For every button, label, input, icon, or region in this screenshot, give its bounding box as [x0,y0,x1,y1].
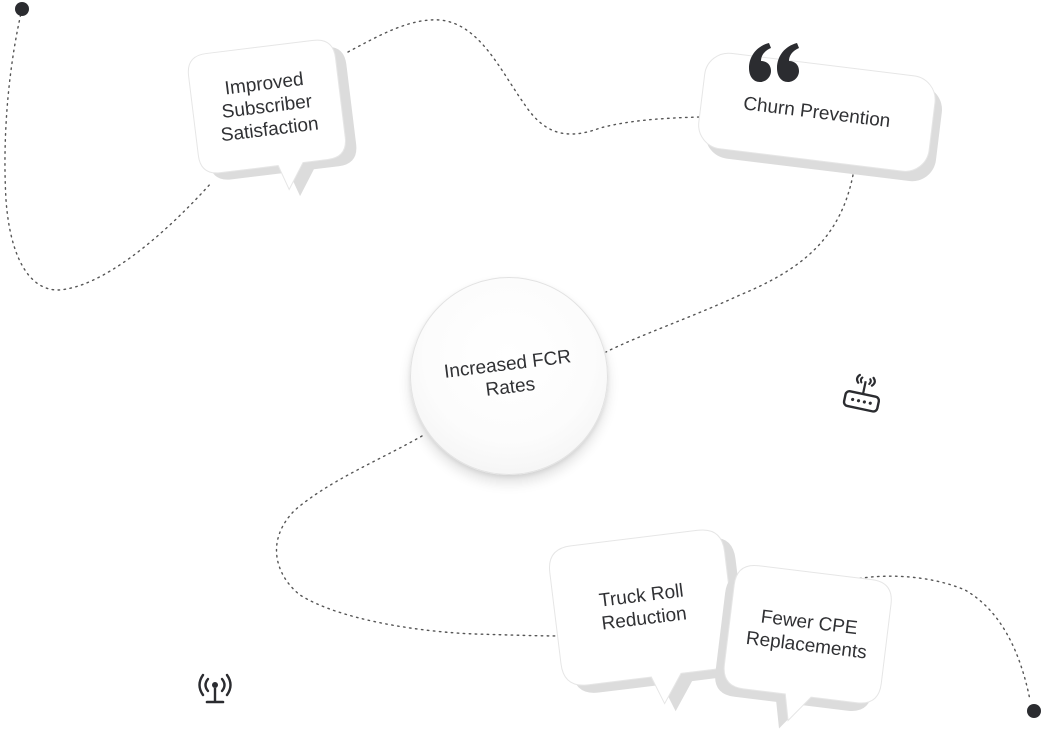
path-end-dot [1027,704,1041,718]
antenna-icon [196,672,234,708]
bubble-subscriber-satisfaction: Improved Subscriber Satisfaction [184,35,378,210]
router-icon [839,368,887,419]
bubble-fewer-cpe-replacements: Fewer CPE Replacements [715,563,909,733]
center-circle-fcr: Increased FCR Rates [410,277,608,475]
path-start-dot [15,2,29,16]
quote-icon [745,40,805,86]
bubble-churn-prevention: Churn Prevention [694,50,951,189]
center-label: Increased FCR Rates [442,346,573,401]
bubble-label: Improved Subscriber Satisfaction [219,68,320,146]
bubble-label: Fewer CPE Replacements [744,606,868,664]
bubble-label: Truck Roll Reduction [597,580,688,635]
bubble-truck-roll-reduction: Truck Roll Reduction [547,524,767,727]
